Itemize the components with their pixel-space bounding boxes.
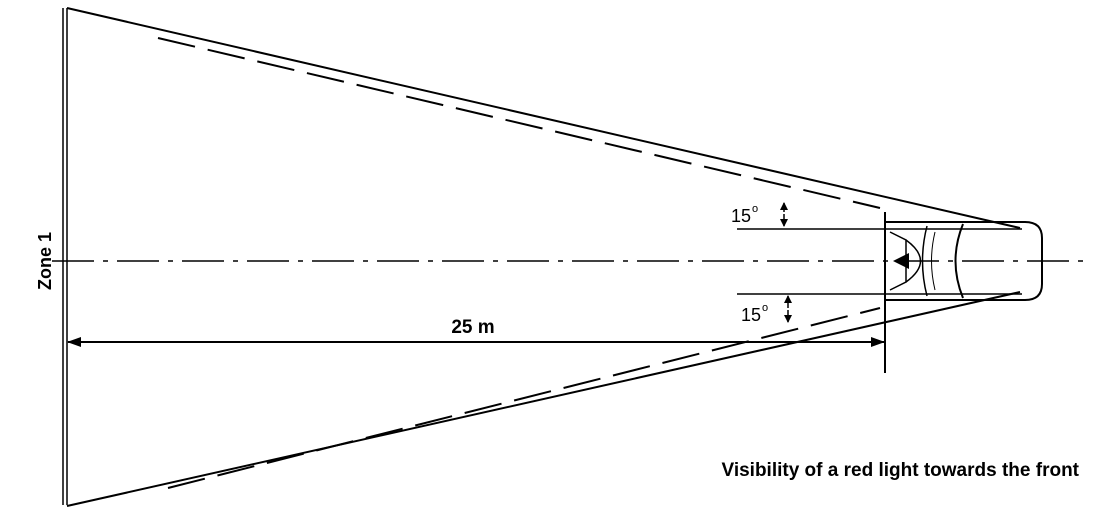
- degree-symbol: o: [762, 302, 768, 314]
- zone-label: Zone 1: [35, 232, 55, 290]
- upper-angle-label: 15 o: [731, 203, 758, 226]
- degree-symbol: o: [752, 203, 758, 215]
- distance-label: 25 m: [451, 317, 494, 338]
- cone-upper-dashed-line: [157, 37, 881, 209]
- svg-text:15: 15: [741, 305, 761, 325]
- lower-angle-label: 15 o: [741, 302, 768, 325]
- svg-text:15: 15: [731, 206, 751, 226]
- cone-upper-solid-line: [66, 7, 1021, 229]
- vehicle-outline: [884, 221, 1043, 301]
- zone-boundary: [62, 8, 68, 505]
- diagram-caption: Visibility of a red light towards the fr…: [721, 460, 1079, 481]
- cone-lower-solid-line: [66, 291, 1021, 507]
- vehicle-direction-arrow-icon: [893, 253, 909, 269]
